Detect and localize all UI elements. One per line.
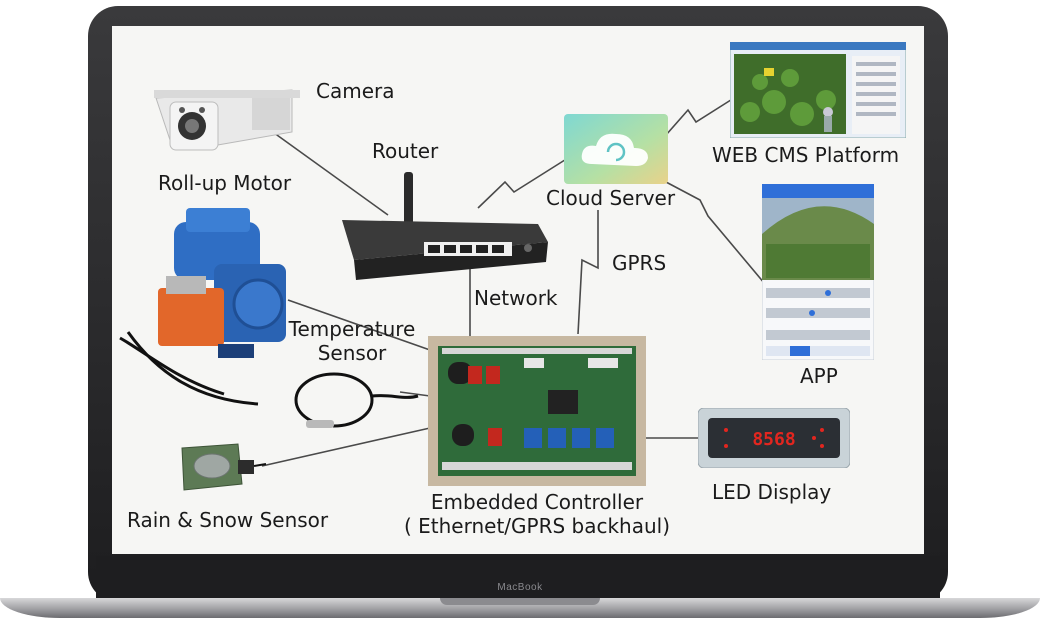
led-digits: 8568 xyxy=(752,429,795,450)
laptop-brand: MacBook xyxy=(497,582,543,593)
led-display-label: LED Display xyxy=(712,480,832,504)
roll-up-motor-label: Roll-up Motor xyxy=(158,171,292,195)
router-label: Router xyxy=(372,139,439,163)
motor-controller-line xyxy=(287,299,431,351)
cloud-app-link xyxy=(665,181,771,291)
web-cms-label: WEB CMS Platform xyxy=(712,143,900,167)
cloud-controller-gprs-link xyxy=(577,210,599,335)
temperature-sensor-label-line1: Temperature xyxy=(288,317,416,341)
router-image xyxy=(342,172,548,280)
rain-sensor-controller-line xyxy=(261,427,431,467)
roll-up-motor-image xyxy=(119,208,286,406)
router-cloud-link xyxy=(477,157,569,209)
gprs-label: GPRS xyxy=(612,251,667,275)
cloud-server-image xyxy=(564,114,668,184)
laptop-bezel xyxy=(96,556,940,602)
rain-snow-sensor-image xyxy=(181,443,266,491)
temp-sensor-controller-line xyxy=(399,391,431,397)
cloud-web-link xyxy=(665,97,735,136)
cloud-server-label: Cloud Server xyxy=(546,186,676,210)
camera-label: Camera xyxy=(316,79,395,103)
embedded-controller-label: Embedded Controller ( Ethernet/GPRS back… xyxy=(380,490,694,538)
embedded-controller-label-line1: Embedded Controller xyxy=(430,490,644,514)
embedded-controller-image xyxy=(428,336,646,486)
rain-snow-sensor-label: Rain & Snow Sensor xyxy=(127,508,329,532)
embedded-controller-label-line2: ( Ethernet/GPRS backhaul) xyxy=(403,514,671,538)
web-cms-screenshot xyxy=(730,42,906,138)
app-label: APP xyxy=(800,364,838,388)
laptop-notch xyxy=(440,598,600,605)
app-screenshot xyxy=(762,184,874,360)
temperature-sensor-image xyxy=(294,372,419,428)
camera-router-line xyxy=(269,129,389,216)
camera-image xyxy=(154,89,300,151)
laptop-base xyxy=(0,598,1040,618)
network-label: Network xyxy=(474,286,558,310)
temperature-sensor-label: Temperature Sensor xyxy=(282,317,422,365)
led-display-image: 8568 xyxy=(698,408,850,468)
temperature-sensor-label-line2: Sensor xyxy=(317,341,387,365)
